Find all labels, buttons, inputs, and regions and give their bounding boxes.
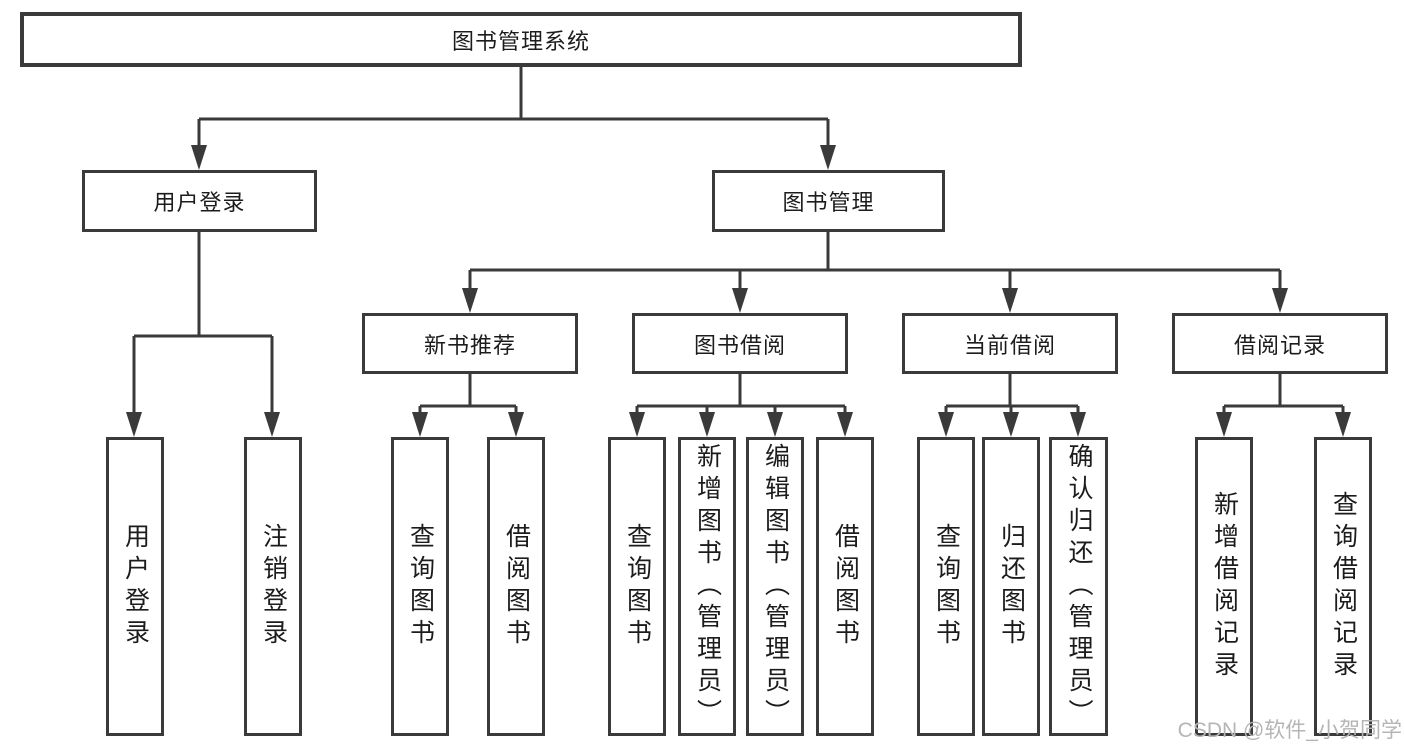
node-label: 新书推荐 — [423, 332, 516, 358]
arrowhead-icon — [1003, 412, 1019, 437]
leaf-label: 用户登录 — [121, 522, 150, 651]
watermark: CSDN @软件_小贺同学 — [1177, 719, 1402, 742]
connector-borrow-records — [1216, 374, 1351, 437]
leaf-borrow-books-2: 借阅图书 — [816, 437, 874, 736]
arrowhead-icon — [264, 412, 280, 437]
connector-current-borrow — [938, 374, 1086, 437]
connector-line — [470, 232, 1280, 272]
node-label: 图书管理 — [782, 190, 875, 215]
leaf-label: 注销登录 — [259, 522, 288, 651]
node-label: 借阅记录 — [1233, 332, 1326, 358]
connector-new-books — [412, 374, 524, 437]
arrowhead-icon — [412, 412, 428, 437]
connector-line — [1224, 374, 1343, 408]
node-label: 图书借阅 — [693, 332, 786, 358]
arrowhead-icon — [1335, 412, 1351, 437]
arrowhead-icon — [629, 412, 645, 437]
leaf-query-books-3: 查询图书 — [917, 437, 975, 736]
node-book-borrow: 图书借阅 — [632, 313, 848, 374]
leaf-user-login: 用户登录 — [106, 437, 164, 736]
connector-line — [420, 374, 516, 408]
arrowhead-icon — [837, 412, 853, 437]
leaf-return-books: 归还图书 — [982, 437, 1040, 736]
node-new-books: 新书推荐 — [362, 313, 578, 374]
arrowhead-icon — [767, 412, 783, 437]
leaf-label: 新增借阅记录 — [1210, 490, 1239, 683]
arrowhead-icon — [1272, 288, 1288, 313]
leaf-edit-books-admin: 编辑图书（管理员） — [746, 437, 804, 736]
leaf-borrow-books-1: 借阅图书 — [487, 437, 545, 736]
leaf-add-borrow-record: 新增借阅记录 — [1195, 437, 1253, 736]
node-label: 当前借阅 — [963, 332, 1056, 358]
node-borrow-records: 借阅记录 — [1172, 313, 1388, 374]
arrowhead-icon — [820, 145, 836, 170]
node-book-mgmt: 图书管理 — [712, 170, 945, 232]
connector-root — [191, 67, 836, 170]
arrowhead-icon — [1216, 412, 1232, 437]
arrowhead-icon — [462, 288, 478, 313]
node-user-login: 用户登录 — [82, 170, 317, 232]
arrowhead-icon — [1070, 412, 1086, 437]
leaf-query-books-1: 查询图书 — [391, 437, 449, 736]
arrowhead-icon — [1002, 288, 1018, 313]
connector-line — [134, 232, 272, 338]
leaf-label: 查询图书 — [932, 522, 961, 651]
node-label: 用户登录 — [153, 190, 246, 215]
arrowhead-icon — [732, 288, 748, 313]
leaf-label: 归还图书 — [997, 522, 1026, 651]
connector-book-mgmt — [462, 232, 1288, 313]
leaf-label: 借阅图书 — [831, 522, 860, 651]
arrowhead-icon — [126, 412, 142, 437]
leaf-confirm-return-admin: 确认归还（管理员） — [1049, 437, 1108, 736]
connector-book-borrow — [629, 374, 853, 437]
node-root-label: 图书管理系统 — [451, 28, 590, 54]
arrowhead-icon — [699, 412, 715, 437]
leaf-label: 借阅图书 — [502, 522, 531, 651]
connector-line — [946, 374, 1078, 408]
connector-line — [199, 67, 828, 121]
leaf-label: 查询图书 — [406, 522, 435, 651]
leaf-label: 新增图书（管理员） — [693, 442, 722, 731]
leaf-label: 查询借阅记录 — [1329, 490, 1358, 683]
leaf-query-borrow-record: 查询借阅记录 — [1314, 437, 1372, 736]
connector-line — [635, 406, 847, 416]
connector-line — [637, 374, 845, 408]
leaf-label: 查询图书 — [623, 522, 652, 651]
arrowhead-icon — [191, 145, 207, 170]
leaf-logout: 注销登录 — [244, 437, 302, 736]
node-root: 图书管理系统 — [20, 12, 1022, 67]
leaf-query-books-2: 查询图书 — [608, 437, 666, 736]
connector-user-login — [126, 232, 280, 437]
leaf-label: 确认归还（管理员） — [1065, 442, 1093, 731]
arrowhead-icon — [938, 412, 954, 437]
arrowhead-icon — [508, 412, 524, 437]
leaf-add-books-admin: 新增图书（管理员） — [678, 437, 736, 736]
leaf-label: 编辑图书（管理员） — [761, 442, 790, 731]
node-current-borrow: 当前借阅 — [902, 313, 1118, 374]
